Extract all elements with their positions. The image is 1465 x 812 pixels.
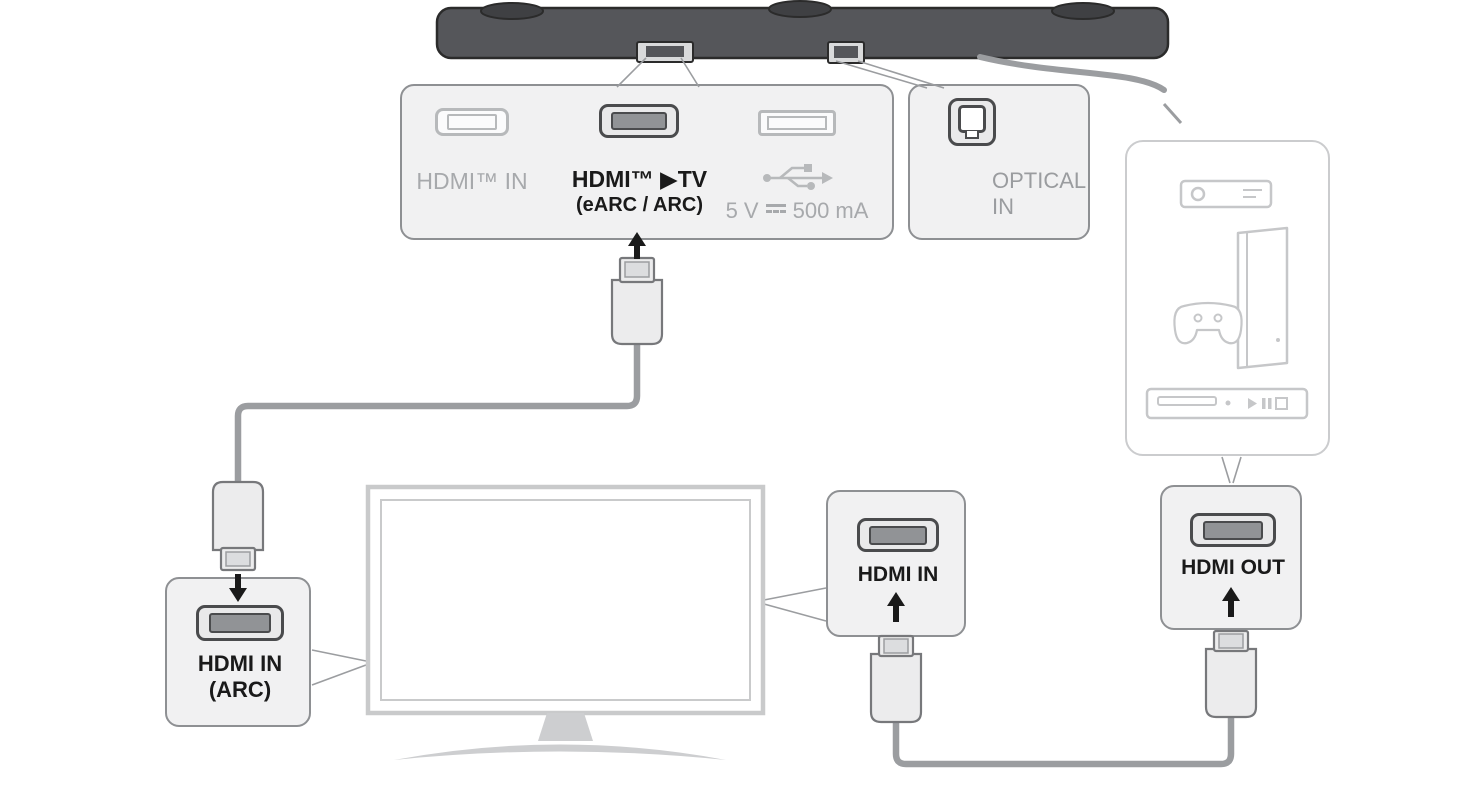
hdmi-arc-label: HDMI IN (ARC) bbox=[197, 651, 283, 702]
hdmi-cable-soundbar-to-tv bbox=[234, 340, 641, 484]
hdmi-in-label: HDMI™ IN bbox=[416, 168, 528, 194]
tv-hdmi-in-port-icon bbox=[857, 518, 939, 552]
optical-in-panel: OPTICAL IN bbox=[908, 84, 1090, 240]
tv-icon bbox=[365, 484, 766, 760]
hdmi-tv-port-icon bbox=[599, 104, 679, 138]
hdmi-in-port-inner bbox=[447, 114, 497, 130]
device-hdmi-out-port-icon bbox=[1190, 513, 1276, 547]
soundbar-connector-notch bbox=[636, 41, 865, 64]
soundbar-icon bbox=[435, 0, 1170, 64]
usb-power-label: 5 V 500 mA bbox=[707, 198, 887, 224]
soundbar-ports-panel: HDMI™ IN HDMI™ ▶TV (eARC / ARC) 5 V 500 m… bbox=[400, 84, 894, 240]
dc-symbol-icon bbox=[765, 204, 786, 220]
usb-current: 500 mA bbox=[792, 198, 869, 223]
optical-port-tab bbox=[965, 131, 979, 139]
device-hdmi-out-panel: HDMI OUT bbox=[1160, 485, 1302, 630]
hdmi-plug-icon-right bbox=[1204, 629, 1258, 719]
optical-port-icon bbox=[948, 98, 996, 146]
hdmi-in-port-icon bbox=[435, 108, 509, 136]
hdmi-plug-icon-top bbox=[610, 256, 664, 346]
usb-voltage: 5 V bbox=[725, 198, 759, 223]
optical-in-label: OPTICAL IN bbox=[992, 168, 1087, 219]
usb-icon bbox=[763, 164, 833, 190]
hdmi-arc-port-inner bbox=[209, 613, 271, 633]
hdmi-tv-label-block: HDMI™ ▶TV (eARC / ARC) bbox=[532, 166, 747, 218]
tv-hdmi-in-panel: HDMI IN bbox=[826, 490, 966, 637]
device-hdmi-out-port-inner bbox=[1203, 520, 1263, 540]
hdmi-tv-port-inner bbox=[611, 112, 667, 130]
hdmi-tv-label: HDMI™ ▶TV bbox=[571, 166, 708, 192]
hdmi-cable-tv-to-device bbox=[892, 715, 1235, 768]
usb-port-inner bbox=[767, 116, 827, 130]
hdmi-tv-sublabel: (eARC / ARC) bbox=[575, 194, 704, 216]
hdmi-plug-icon-left bbox=[211, 480, 265, 572]
tv-hdmi-in-port-inner bbox=[869, 525, 927, 545]
optical-port-inner bbox=[958, 105, 986, 133]
tv-hdmi-in-label: HDMI IN bbox=[857, 563, 939, 586]
tv-hdmi-arc-panel: HDMI IN (ARC) bbox=[165, 577, 311, 727]
usb-port-icon bbox=[758, 110, 836, 136]
device-hdmi-out-label: HDMI OUT bbox=[1181, 556, 1285, 579]
hdmi-plug-icon-middle bbox=[869, 634, 923, 724]
hdmi-arc-port-icon bbox=[196, 605, 284, 641]
external-devices-box bbox=[1125, 140, 1330, 456]
